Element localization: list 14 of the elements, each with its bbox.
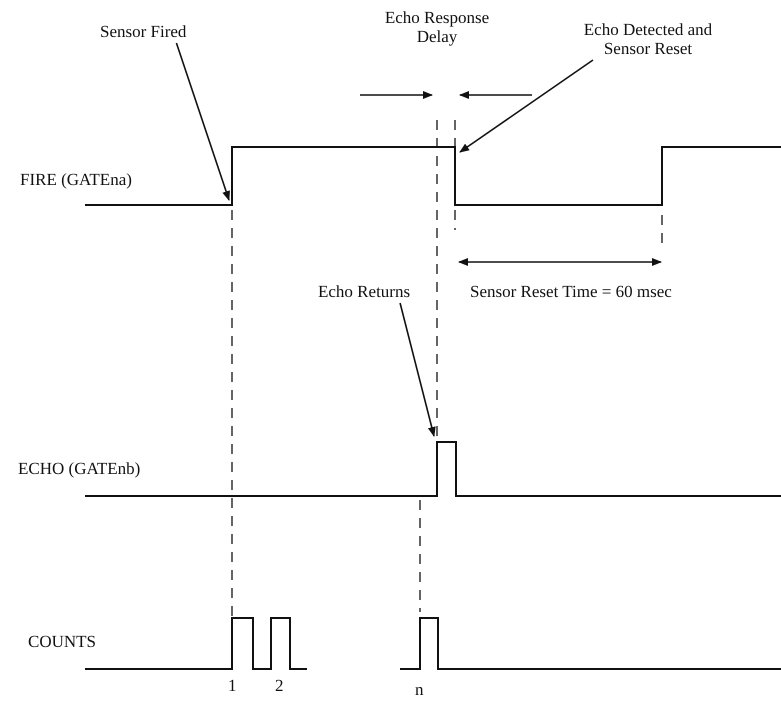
callout-text: Sensor Fired bbox=[100, 22, 186, 41]
signal-name: ECHO (GATEnb) bbox=[18, 459, 140, 478]
signal-name: FIRE (GATEna) bbox=[20, 170, 132, 189]
count-number: 2 bbox=[275, 676, 284, 695]
callout-text: Echo Detected and Sensor Reset bbox=[584, 20, 712, 58]
count-number: 1 bbox=[228, 676, 236, 695]
leader-arrow bbox=[176, 42, 230, 201]
count-number: n bbox=[415, 680, 424, 699]
leader-arrow bbox=[399, 302, 436, 437]
dimension-label: Echo Response Delay bbox=[384, 8, 490, 46]
signal-name: COUNTS bbox=[28, 632, 96, 651]
leader-arrow bbox=[459, 59, 594, 153]
callout-text: Echo Returns bbox=[318, 282, 410, 301]
dimension-label: Sensor Reset Time = 60 msec bbox=[470, 282, 672, 301]
